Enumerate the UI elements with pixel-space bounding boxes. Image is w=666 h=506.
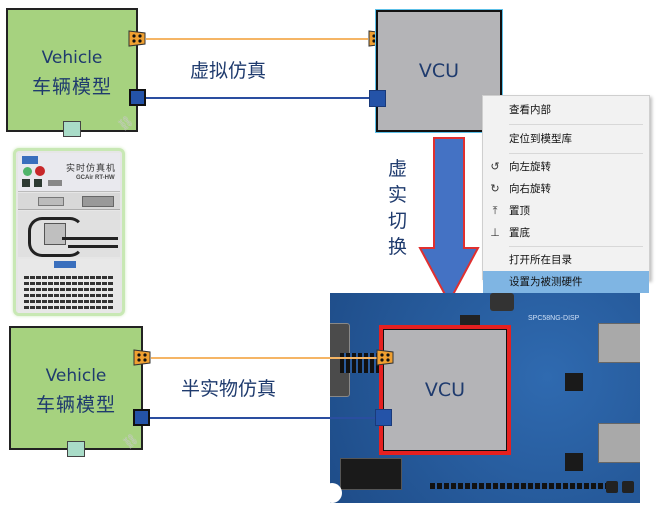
bring-to-top-icon: ⤒ [492,204,498,217]
switch-label: 虚 实 切 换 [388,156,412,260]
vehicle-label-cn: 车辆模型 [35,394,116,416]
send-to-bottom-icon: ⊥ [490,226,500,239]
menu-item-locate-in-library[interactable]: 定位到模型库 [509,133,572,145]
rotate-left-icon: ↺ [490,160,500,173]
menu-item-open-directory[interactable]: 打开所在目录 [509,254,572,266]
signal-connection-line-top[interactable] [146,97,370,99]
hil-simulation-label: 半实物仿真 [181,378,277,400]
vehicle-label-en: Vehicle [41,48,103,68]
menu-item-rotate-left[interactable]: ↺向左旋转 [483,156,649,178]
rotate-right-icon: ↻ [490,182,500,195]
vcu-label: VCU [418,60,460,82]
switch-label-char: 实 [388,184,408,206]
can-port-icon[interactable] [376,349,394,366]
menu-item-set-as-hardware-under-test[interactable]: 设置为被测硬件 [483,271,649,293]
menu-separator [509,153,643,154]
link-icon: ⛓ [115,112,136,134]
can-connection-line-bottom[interactable] [151,357,377,359]
virtual-simulation-label: 虚拟仿真 [190,60,267,82]
realtime-simulator-image: 实时仿真机 GCAir RT-HW [13,148,125,316]
link-icon: ⛓ [120,430,141,452]
can-port-icon[interactable] [128,30,146,47]
menu-item-send-to-bottom[interactable]: ⊥置底 [483,222,649,244]
menu-separator [509,124,643,125]
signal-port[interactable] [369,90,386,107]
realtime-machine-title: 实时仿真机 [66,164,117,174]
switch-label-char: 切 [388,210,408,232]
switch-arrow-icon [418,137,480,305]
vcu-block-bottom-hardware[interactable]: VCU [379,325,511,455]
signal-connection-line-bottom[interactable] [150,417,378,419]
context-menu: 查看内部 定位到模型库 ↺向左旋转 ↻向右旋转 ⤒置顶 ⊥置底 打开所在目录 设… [482,95,650,293]
menu-item-rotate-right[interactable]: ↻向右旋转 [483,178,649,200]
realtime-machine-model: GCAir RT-HW [76,175,115,181]
signal-port[interactable] [129,89,146,106]
vehicle-label-en: Vehicle [45,366,107,386]
menu-separator [509,246,643,247]
vehicle-model-block-bottom[interactable]: Vehicle 车辆模型 ⛓ [9,326,143,452]
signal-port[interactable] [375,409,392,426]
menu-item-view-inside[interactable]: 查看内部 [509,104,551,116]
vehicle-label-cn: 车辆模型 [31,76,112,98]
signal-port[interactable] [133,409,150,426]
vcu-block-top[interactable]: VCU [376,10,502,132]
can-connection-line-top[interactable] [146,38,368,40]
can-port-icon[interactable] [133,349,151,366]
vehicle-bottom-port[interactable] [67,441,85,457]
menu-item-bring-to-top[interactable]: ⤒置顶 [483,200,649,222]
switch-label-char: 换 [388,236,408,258]
vehicle-model-block-top[interactable]: Vehicle 车辆模型 ⛓ [6,8,138,134]
vcu-label: VCU [424,379,466,401]
vehicle-bottom-port[interactable] [63,121,81,137]
switch-label-char: 虚 [388,158,408,180]
board-label: SPC58NG-DISP [528,315,580,322]
